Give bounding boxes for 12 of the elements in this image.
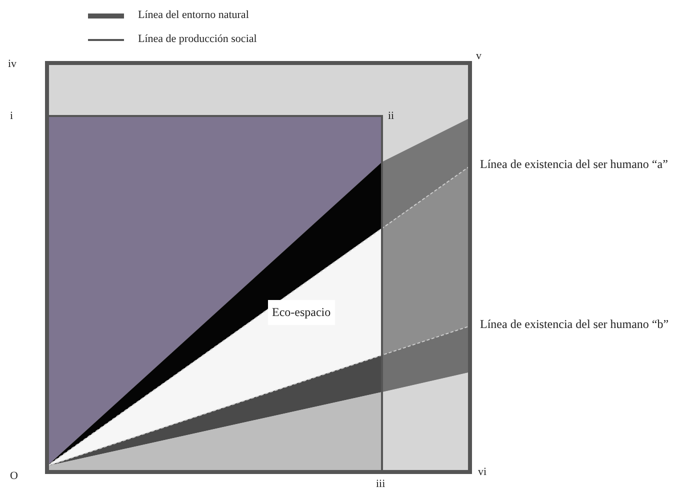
- point-label: ii: [388, 110, 394, 123]
- point-label: v: [476, 50, 482, 63]
- point-label: iii: [376, 478, 386, 488]
- region-label: Eco-espacio: [268, 300, 335, 325]
- point-label: O: [10, 470, 18, 483]
- line-label: Línea de existencia del ser humano “a”: [480, 158, 668, 171]
- line-label: Línea de existencia del ser humano “b”: [480, 318, 669, 331]
- legend-text: Línea de producción social: [138, 33, 257, 46]
- legend-text: Línea del entorno natural: [138, 9, 249, 22]
- point-label: vi: [478, 466, 487, 479]
- point-label: i: [10, 110, 14, 123]
- point-label: iv: [8, 58, 17, 71]
